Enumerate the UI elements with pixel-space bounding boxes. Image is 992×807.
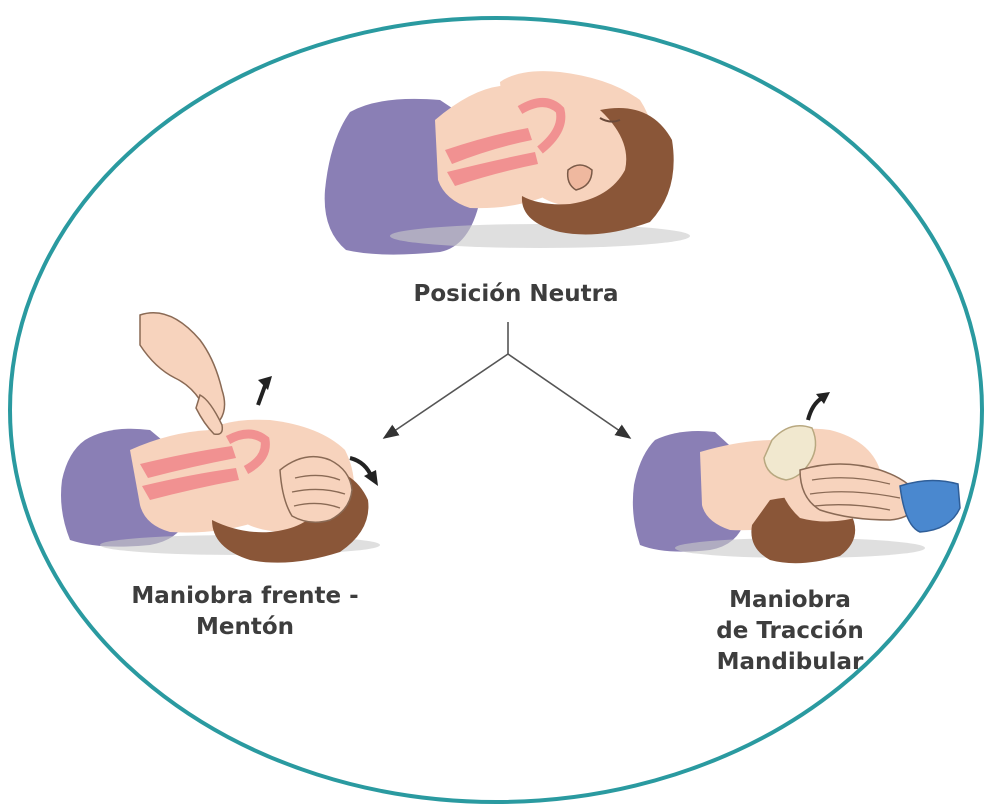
lift-arrow: [258, 376, 272, 405]
branch-connector: [384, 322, 630, 438]
label-neutral-position: Posición Neutra: [371, 279, 661, 310]
jaw-thrust-illustration: [633, 392, 960, 563]
rescuer-hand-chin: [140, 313, 225, 420]
connector-right-arrow: [508, 354, 630, 438]
label-head-tilt-chin-lift: Maniobra frente - Mentón: [100, 581, 390, 643]
neutral-position-illustration: [325, 71, 690, 254]
floor-shadow: [390, 224, 690, 248]
label-jaw-thrust: Maniobra de Tracción Mandibular: [640, 585, 940, 678]
head-tilt-illustration: [61, 313, 380, 563]
rescuer-sleeve: [900, 480, 960, 532]
connector-left-arrow: [384, 354, 508, 438]
thrust-arrow: [808, 392, 830, 420]
